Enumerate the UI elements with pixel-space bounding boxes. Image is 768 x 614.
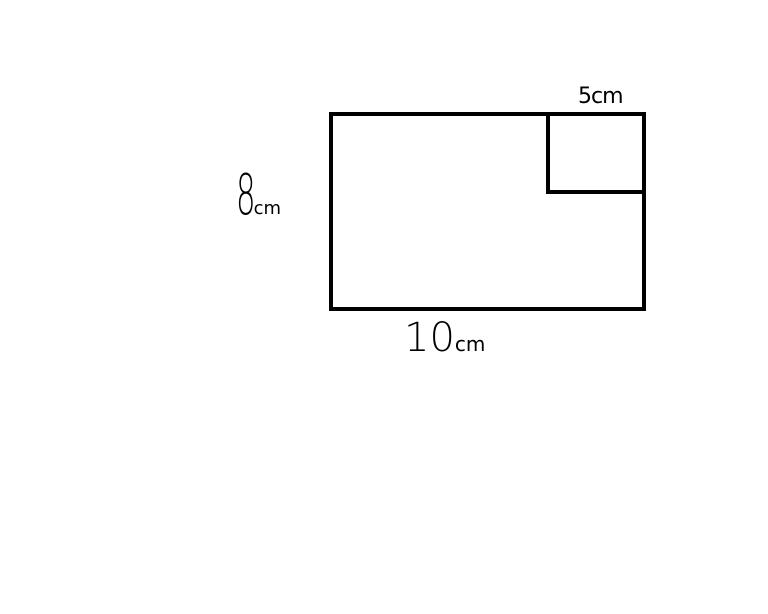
label-width-unit: cm [454,332,486,356]
label-square-side: 5cm [578,84,624,109]
inner-square [546,114,644,194]
label-height-unit: cm [253,198,282,219]
label-square-side-text: 5cm [578,84,624,109]
label-width: 10cm [404,318,485,358]
label-height-value: 8 [236,163,256,228]
label-width-value: 10 [404,315,455,361]
outer-rectangle [329,112,646,311]
label-height: 8cm [236,168,281,224]
